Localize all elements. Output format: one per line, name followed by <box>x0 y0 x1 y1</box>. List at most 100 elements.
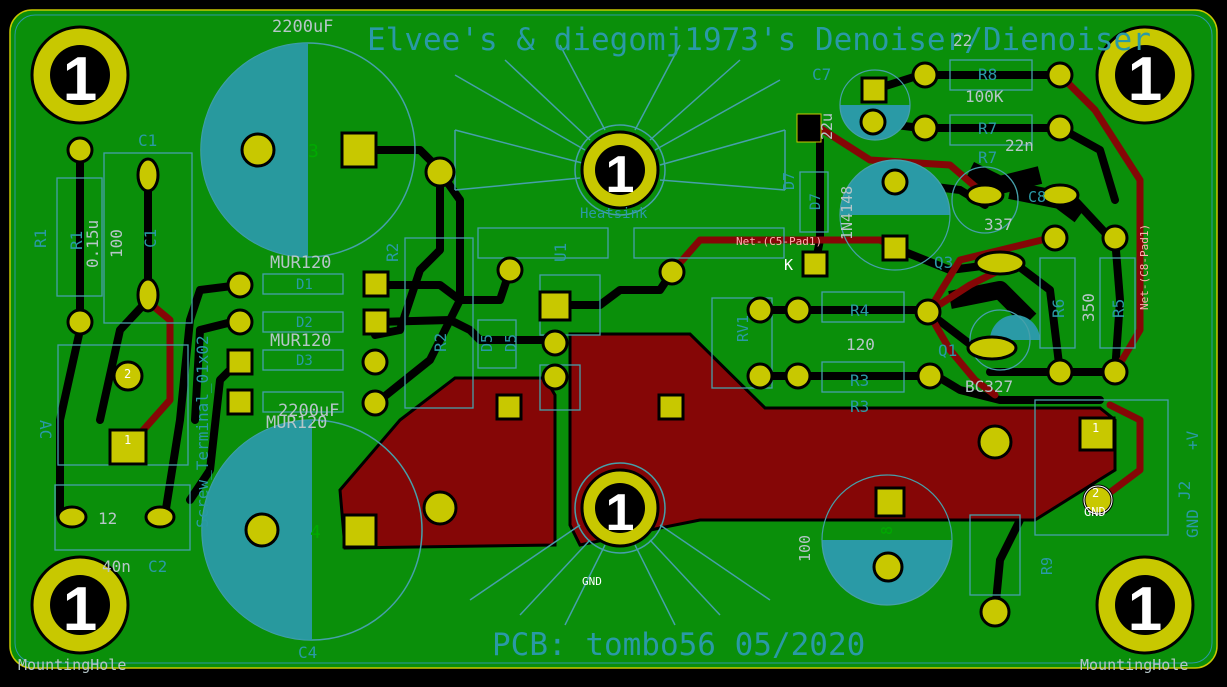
r7-ref2-label: R7 <box>978 148 997 167</box>
r6-label: R6 <box>1049 299 1068 318</box>
d7-value-label: 1N4148 <box>838 186 856 240</box>
silkscreen-text: Elvee's & diegomj1973's Denoiser/Dienois… <box>18 17 1202 674</box>
c2-ref-label: C2 <box>148 557 167 576</box>
r5-label: R5 <box>1109 299 1128 318</box>
u1-label: U1 <box>551 243 570 262</box>
mountinghole-footprint-label-left: MountingHole <box>18 656 126 674</box>
heatsink-hole-top[interactable]: 1 <box>580 130 660 210</box>
rv1-label: RV1 <box>734 315 752 342</box>
c8-label: C8 <box>1028 188 1046 206</box>
mounting-hole-top-right[interactable]: 1 <box>1095 25 1195 125</box>
r7-ref-label: R7 <box>978 119 997 138</box>
d5-label: D5 <box>478 334 496 352</box>
r6-value-label: 350 <box>1079 293 1098 322</box>
r7-value-label: 22n <box>1005 136 1034 155</box>
r1-ref2-label: R1 <box>67 231 86 250</box>
c4-ref-label: C4 <box>298 643 317 662</box>
board-courtyard <box>14 14 1213 664</box>
screw-terminal-label: Screw_Terminal_01x02 <box>193 335 212 528</box>
c1-ref-label: C1 <box>138 131 157 150</box>
mounting-hole-bottom-left[interactable]: 1 <box>30 555 130 655</box>
c4-value-label: 2200uF <box>278 401 339 421</box>
c1-ref2-label: C1 <box>141 229 160 248</box>
heatsink-gnd-label: GND <box>582 575 602 588</box>
board-credit: PCB: tombo56 05/2020 <box>492 627 865 663</box>
c2-value-label: 40n <box>102 557 131 576</box>
c7-value-label: 22u <box>818 113 836 140</box>
c9-outline <box>821 474 953 606</box>
hole-drill <box>595 483 645 533</box>
d1-label: D1 <box>296 277 313 293</box>
mur-label-2: MUR120 <box>270 331 331 351</box>
hole-label: 1 <box>606 484 635 542</box>
mur-label-3: MUR120 <box>266 413 327 433</box>
r2-ref-label: R2 <box>383 243 402 262</box>
heatsink-hole-bottom[interactable]: 1 <box>580 468 660 548</box>
ac-pin2-label: 2 <box>124 367 131 381</box>
c5-outline <box>839 159 951 271</box>
d2-label: D2 <box>296 315 313 331</box>
r2-ref2-label: R2 <box>431 333 450 352</box>
r3-ref2-label: R3 <box>850 397 869 416</box>
j2-pin2-label: 2 <box>1092 486 1099 500</box>
j2-pin1-label: 1 <box>1092 421 1099 435</box>
mur-label-1: MUR120 <box>270 253 331 273</box>
c7-outline <box>839 69 911 141</box>
mountinghole-footprint-label-right: MountingHole <box>1080 656 1188 674</box>
net-label-c8-pad1: Net-(C8-Pad1) <box>1138 224 1151 310</box>
j2-gnd-pad-ring <box>1083 485 1113 515</box>
square-pads[interactable] <box>108 76 1116 549</box>
heatsink-label: Heatsink <box>580 206 648 222</box>
r3-ref-label: R3 <box>850 371 869 390</box>
hole-drill <box>1115 575 1175 635</box>
r4-ref-label: R4 <box>850 301 869 320</box>
hole-label: 1 <box>1128 575 1162 644</box>
c1-value-label: 100 <box>107 229 126 258</box>
d7-ref-label: D7 <box>780 172 798 190</box>
q3-label: Q3 <box>934 253 953 272</box>
hole-drill <box>595 145 645 195</box>
d3-label: D3 <box>296 353 313 369</box>
j2-ref-label: J2 <box>1175 481 1194 500</box>
mounting-hole-bottom-right[interactable]: 1 <box>1095 555 1195 655</box>
component-outlines <box>54 59 1169 596</box>
hole-label: 1 <box>1128 45 1162 114</box>
hole-label: 1 <box>606 146 635 204</box>
c3-value-label: 2200uF <box>272 17 333 37</box>
j2-gnd-label: GND <box>1183 509 1202 538</box>
r9-label: R9 <box>1038 557 1056 575</box>
r1-ref-label: R1 <box>31 229 50 248</box>
board-title: Elvee's & diegomj1973's Denoiser/Dienois… <box>367 22 1151 58</box>
c3-pin-label: 3 <box>308 141 319 162</box>
k-label: K <box>784 256 793 274</box>
hole-drill <box>1115 45 1175 105</box>
hole-drill <box>50 575 110 635</box>
hole-drill <box>50 45 110 105</box>
r1-value-label: 0.15u <box>83 220 102 268</box>
hole-label: 1 <box>63 575 97 644</box>
top-r-label: 22 <box>953 31 972 50</box>
q1-label: Q1 <box>938 341 957 360</box>
net-label-c5-pad1: Net-(C5-Pad1) <box>736 235 822 248</box>
heatsink-outline <box>454 44 786 626</box>
c4-pin-label: 4 <box>310 522 321 543</box>
mounting-hole-top-left[interactable]: 1 <box>30 25 130 125</box>
oval-pads[interactable] <box>56 157 1080 529</box>
d7-ref2-label: D7 <box>808 193 824 210</box>
r4-value-label: 120 <box>846 335 875 354</box>
ac-pin1-label: 1 <box>124 433 131 447</box>
r8-ref-label: R8 <box>978 65 997 84</box>
d5b-label: D5 <box>502 334 520 352</box>
c7-ref-label: C7 <box>812 65 831 84</box>
round-pads[interactable] <box>66 61 1129 628</box>
ac-label: AC <box>36 420 55 439</box>
r8-value-label: 100K <box>965 87 1004 106</box>
c2-pin-label: 12 <box>98 509 117 528</box>
q3-part-label: 337 <box>984 215 1013 234</box>
v100-label: 100 <box>796 535 814 562</box>
hole-label: 1 <box>63 45 97 114</box>
q1-part-label: BC327 <box>965 377 1013 396</box>
j2-plus-label: +V <box>1183 430 1202 450</box>
